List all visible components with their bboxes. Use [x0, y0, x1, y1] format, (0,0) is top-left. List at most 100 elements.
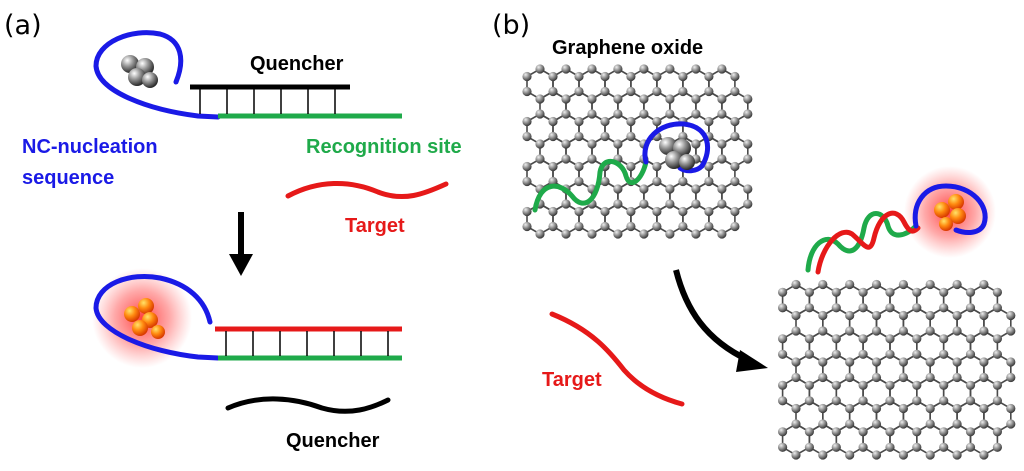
carbon-atom: [626, 71, 636, 82]
carbon-atom: [871, 310, 882, 321]
carbon-atom: [691, 139, 701, 149]
carbon-atom: [704, 206, 714, 217]
carbon-atom: [885, 303, 895, 313]
carbon-atom: [561, 154, 571, 164]
carbon-atom: [979, 357, 989, 367]
carbon-atom: [652, 206, 662, 217]
carbon-atom: [639, 64, 649, 74]
carbon-atom: [717, 184, 727, 194]
carbon-atom: [704, 116, 714, 127]
carbon-atom: [831, 380, 841, 390]
carbon-atom: [778, 334, 788, 344]
base-pairs-bottom: [225, 331, 389, 356]
carbon-atom: [885, 396, 895, 406]
carbon-atom: [818, 326, 828, 336]
recognition-site-label: Recognition site: [306, 136, 462, 158]
carbon-atom: [845, 326, 855, 336]
carbon-atom: [804, 427, 815, 437]
carbon-atom: [639, 94, 649, 104]
carbon-atom: [912, 334, 922, 344]
carbon-atom: [652, 221, 662, 232]
carbon-atom: [912, 396, 922, 406]
carbon-atom: [691, 199, 701, 209]
quencher-label-top: Quencher: [250, 53, 344, 75]
carbon-atom: [831, 287, 841, 297]
base-pairs-top: [199, 89, 336, 114]
fluorescent-nanocluster-icon: [934, 194, 966, 231]
carbon-atom: [898, 372, 909, 383]
carbon-atom: [791, 357, 801, 367]
carbon-atom: [665, 184, 675, 194]
carbon-atom: [992, 334, 1003, 344]
carbon-atom: [778, 303, 788, 313]
panel-a: (a) Quencher NC-nucleation seque: [4, 10, 462, 452]
carbon-atom: [939, 380, 949, 390]
carbon-atom: [522, 221, 532, 232]
carbon-atom: [730, 131, 740, 142]
carbon-atom: [613, 64, 623, 74]
carbon-atom: [979, 450, 989, 460]
carbon-atom: [979, 310, 989, 321]
released-recognition-strand: [805, 211, 919, 273]
carbon-atom: [871, 326, 882, 336]
carbon-atom: [804, 287, 815, 297]
carbon-atom: [912, 380, 922, 390]
carbon-atom: [691, 229, 701, 239]
carbon-atom: [925, 357, 935, 367]
carbon-atom: [791, 450, 801, 460]
carbon-atom: [791, 310, 801, 321]
carbon-atom: [965, 303, 976, 313]
carbon-atom: [561, 199, 571, 209]
carbon-atom: [965, 349, 976, 359]
carbon-atom: [778, 442, 788, 452]
carbon-atom: [871, 450, 882, 460]
carbon-atom: [522, 116, 532, 127]
carbon-atom: [600, 86, 610, 97]
fluorescent-nanocluster-icon: [124, 298, 165, 339]
carbon-atom: [691, 184, 701, 194]
carbon-atom: [858, 287, 868, 297]
carbon-atom: [561, 109, 571, 119]
carbon-atom: [587, 154, 597, 164]
carbon-atom: [717, 139, 727, 149]
sequence-label: sequence: [22, 167, 114, 189]
carbon-atom: [939, 427, 949, 437]
target-strand-a: [285, 181, 449, 200]
carbon-atom: [845, 279, 855, 290]
graphene-oxide-label: Graphene oxide: [552, 37, 703, 59]
carbon-atom: [691, 109, 701, 119]
carbon-atom: [717, 64, 727, 74]
carbon-atom: [992, 442, 1003, 452]
carbon-atom: [691, 64, 701, 74]
carbon-atom: [778, 396, 788, 406]
carbon-atom: [548, 116, 558, 127]
carbon-atom: [845, 357, 855, 367]
carbon-atom: [845, 372, 855, 383]
carbon-atom: [652, 116, 662, 127]
carbon-atom: [965, 442, 976, 452]
arrow-icon: [229, 212, 253, 276]
carbon-atom: [979, 279, 989, 290]
carbon-atom: [743, 94, 753, 104]
carbon-atom: [952, 310, 962, 321]
carbon-atom: [574, 116, 584, 127]
carbon-atom: [898, 450, 909, 460]
carbon-atom: [561, 64, 571, 74]
carbon-atom: [992, 380, 1003, 390]
carbon-atom: [626, 161, 636, 172]
carbon-atom: [587, 139, 597, 149]
carbon-atom: [912, 287, 922, 297]
carbon-atom: [898, 326, 909, 336]
carbon-atom: [858, 427, 868, 437]
carbon-atom: [548, 71, 558, 82]
carbon-atom: [1006, 403, 1016, 414]
carbon-atom: [1006, 419, 1016, 429]
carbon-atom: [952, 326, 962, 336]
carbon-atom: [574, 86, 584, 97]
carbon-atom: [704, 221, 714, 232]
carbon-atom: [535, 94, 545, 104]
carbon-atom: [992, 287, 1003, 297]
carbon-atom: [804, 380, 815, 390]
carbon-atom: [600, 71, 610, 82]
carbon-atom: [858, 334, 868, 344]
